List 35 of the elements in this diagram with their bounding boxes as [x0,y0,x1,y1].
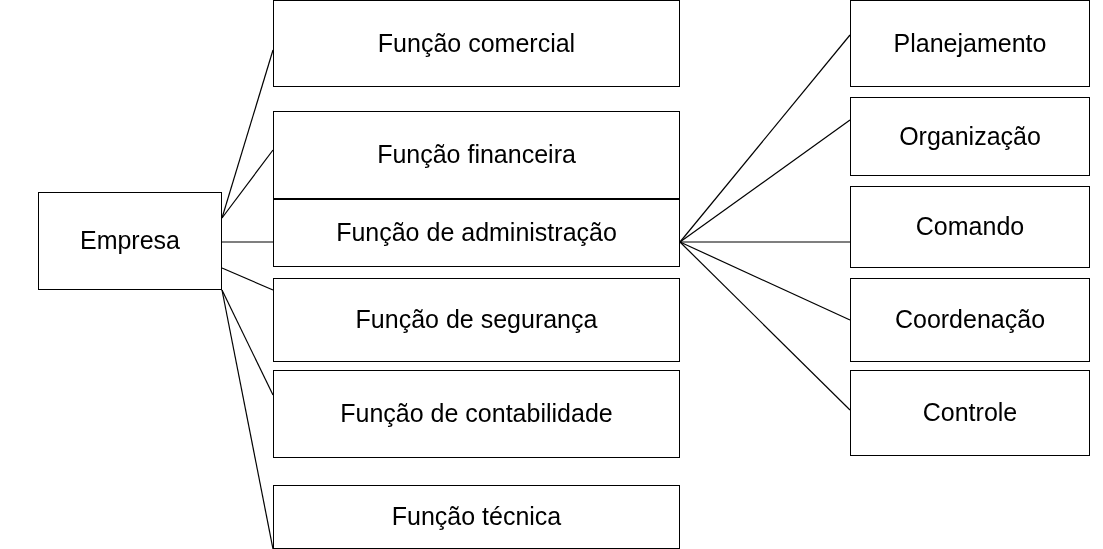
connector-line [221,149,274,219]
box-label: Comando [915,211,1025,243]
connector-line [679,241,851,243]
connector-line [679,119,851,243]
box-label: Empresa [79,225,180,257]
process-box [850,97,1090,176]
box-label: Função de segurança [355,304,598,336]
box-label: Controle [922,397,1018,429]
box-label: Coordenação [894,304,1046,336]
box-label: Função financeira [377,139,576,171]
process-box [38,192,222,290]
process-box [273,111,680,199]
connector-line [221,289,274,549]
process-box [273,278,680,362]
connector-line [679,241,851,411]
process-box [850,186,1090,268]
box-label: Planejamento [893,27,1047,59]
process-box [850,0,1090,87]
process-box [273,370,680,458]
box-label: Função de administração [336,217,617,249]
box-label: Função de contabilidade [340,398,613,430]
connector-line [679,241,851,321]
connector-line [679,34,851,243]
box-label: Função técnica [391,501,562,533]
process-box [850,278,1090,362]
process-box [850,370,1090,456]
process-box [273,0,680,87]
process-box [273,199,680,267]
box-label: Organização [899,120,1041,152]
box-label: Função comercial [377,27,576,59]
connector-line [221,289,274,396]
connector-line [221,241,274,243]
connector-line [221,267,274,291]
connector-line [221,49,274,219]
process-box [273,485,680,549]
